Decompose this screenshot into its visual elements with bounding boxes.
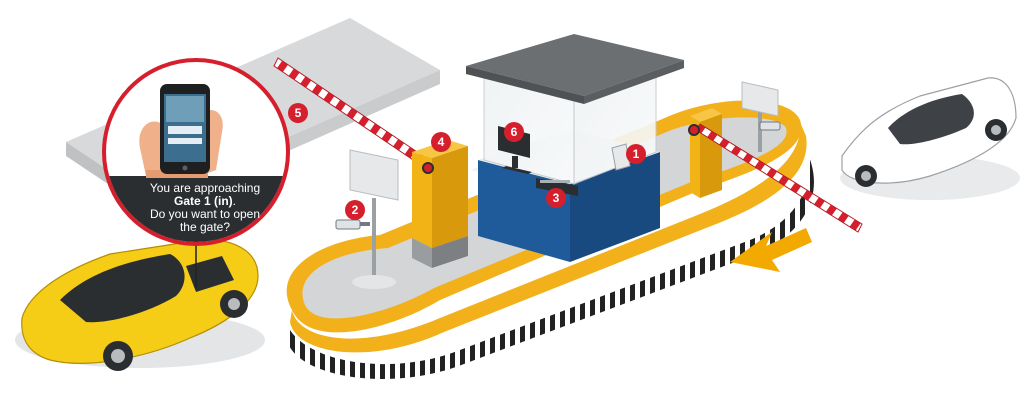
svg-text:1: 1	[633, 147, 640, 161]
svg-text:4: 4	[438, 135, 445, 149]
camera-icon	[335, 219, 370, 230]
callout-badge-5: 5	[288, 103, 308, 123]
notification-line1: You are approaching	[149, 181, 261, 195]
white-car-icon	[840, 77, 1020, 200]
left-sign-post	[349, 149, 399, 289]
svg-text:2: 2	[352, 203, 359, 217]
notification-bubble	[102, 58, 290, 246]
callout-badge-1: 1	[626, 144, 646, 164]
notification-line4: the gate?	[179, 220, 231, 234]
direction-arrow-icon	[730, 228, 812, 272]
callout-badge-6: 6	[504, 122, 524, 142]
callout-badge-4: 4	[431, 132, 451, 152]
callout-badge-2: 2	[345, 200, 365, 220]
left-barrier	[273, 57, 468, 268]
svg-text:5: 5	[295, 106, 302, 120]
svg-text:6: 6	[511, 125, 518, 139]
notification-gate: Gate 1 (in)	[173, 194, 233, 208]
right-sign-post	[741, 81, 781, 152]
card-reader	[611, 143, 631, 171]
smartphone-icon	[160, 84, 210, 174]
callout-badge-3: 3	[546, 188, 566, 208]
notification-line2: Gate 1 (in).	[128, 195, 282, 208]
notification-gate-suffix: .	[232, 194, 237, 208]
svg-text:3: 3	[553, 191, 560, 205]
yellow-car-icon	[15, 239, 265, 371]
ticket-machine	[536, 178, 578, 196]
notification-line3: Do you want to open	[149, 207, 261, 221]
notification-text: You are approaching Gate 1 (in). Do you …	[128, 182, 282, 234]
right-barrier	[688, 108, 863, 233]
